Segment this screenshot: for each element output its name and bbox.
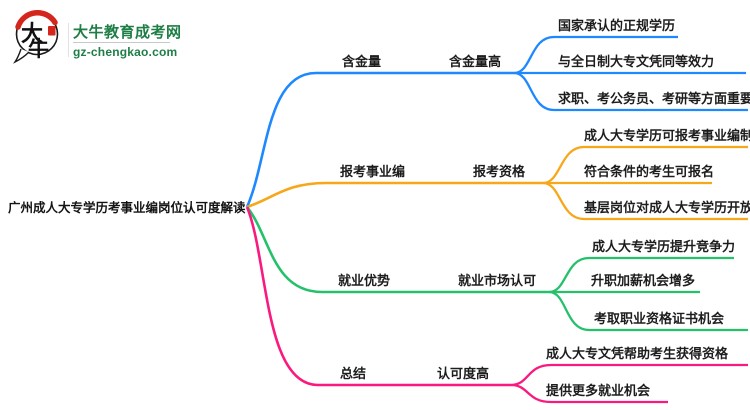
branch1-trunk-line — [245, 71, 514, 208]
branch1-label: 含金量 — [342, 54, 382, 69]
branch1-lines — [245, 35, 748, 208]
branch1-sublabel: 含金量高 — [449, 54, 502, 69]
red-seal-stamp — [48, 26, 56, 36]
branch3-leaf2: 升职加薪机会增多 — [591, 273, 696, 288]
central-topic: 广州成人大专学历考事业编岗位认可度解读 — [8, 201, 246, 215]
branch4-sublabel: 认可度高 — [437, 366, 490, 381]
site-logo[interactable]: 大 牛 大牛教育成考网 gz-chengkao.com — [8, 6, 238, 68]
branch1-leaf1: 国家承认的正规学历 — [558, 18, 676, 33]
red-cap-arc — [15, 9, 58, 30]
branch3-leaf1: 成人大专学历提升竞争力 — [592, 239, 736, 254]
branch4-leaf1: 成人大专文凭帮助考生获得资格 — [546, 346, 729, 361]
branch3-lines — [245, 206, 748, 332]
branch4-leaf2: 提供更多就业机会 — [546, 383, 651, 398]
branch3-leaf3: 考取职业资格证书机会 — [594, 311, 725, 326]
daniu-logo-icon: 大 牛 — [12, 9, 59, 64]
branch2-leaf2: 符合条件的考生可报名 — [584, 164, 715, 179]
logo-char-da: 大 — [21, 21, 43, 47]
branch1-leaf3-line — [513, 71, 748, 112]
logo-divider-horizontal — [73, 42, 170, 43]
branch2-leaf3: 基层岗位对成人大专学历开放 — [584, 200, 750, 215]
branch2-leaf1: 成人大专学历可报考事业编制 — [584, 128, 750, 143]
branch2-leaf1-line — [542, 145, 748, 185]
branch4-label: 总结 — [340, 366, 367, 381]
branch2-leaf3-line — [542, 181, 748, 221]
branch3-label: 就业优势 — [338, 273, 391, 288]
branch2-lines — [246, 145, 748, 221]
branch2-trunk-line — [246, 181, 543, 209]
branch4-leaf2-line — [510, 383, 668, 404]
site-domain: gz-chengkao.com — [73, 45, 178, 59]
branch3-leaf3-line — [548, 290, 748, 332]
branch3-leaf1-line — [548, 256, 734, 294]
branch2-label: 报考事业编 — [340, 164, 406, 179]
branch4-leaf1-line — [510, 363, 748, 387]
branch3-sublabel: 就业市场认可 — [458, 273, 537, 288]
branch1-leaf1-line — [513, 35, 678, 75]
logo-char-niu: 牛 — [28, 36, 49, 61]
branch3-trunk-line — [245, 206, 549, 294]
site-name: 大牛教育成考网 — [73, 24, 182, 41]
branch1-leaf2: 与全日制大专文凭同等效力 — [558, 54, 715, 69]
logo-divider-vertical — [68, 23, 69, 57]
branch4-trunk-line — [245, 206, 511, 387]
branch4-lines — [245, 206, 748, 404]
branch1-leaf3: 求职、考公务员、考研等方面重要 — [558, 91, 750, 106]
speech-bubble-tail — [12, 48, 30, 64]
branch2-sublabel: 报考资格 — [473, 164, 526, 179]
